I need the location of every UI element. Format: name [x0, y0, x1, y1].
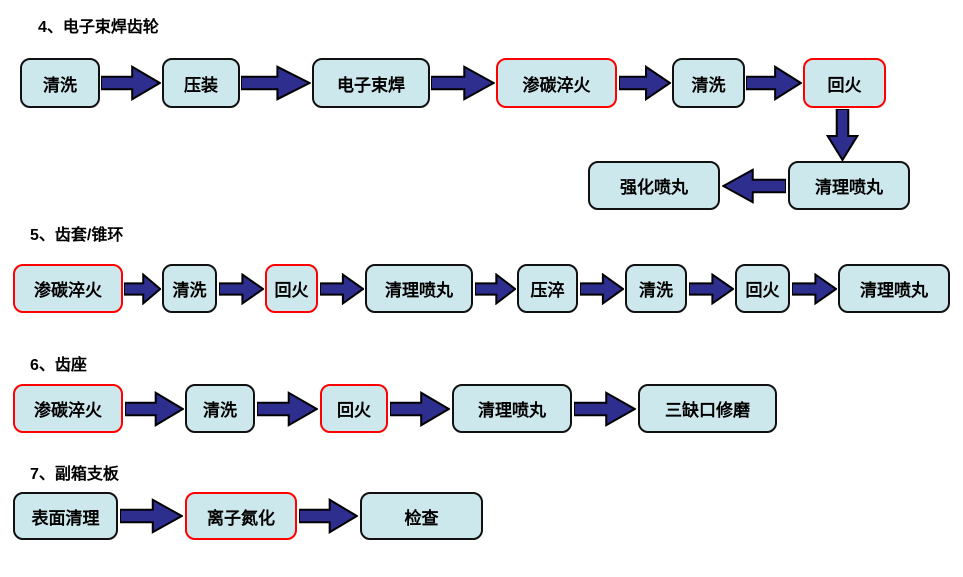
arrow-right-icon: [219, 273, 264, 305]
section-title: 5、齿套/锥环: [30, 227, 124, 244]
arrow-left-icon: [722, 168, 786, 204]
arrow-right-icon: [580, 273, 624, 305]
flow-step-box: 渗碳淬火: [13, 264, 123, 313]
flow-step-box: 压装: [162, 58, 240, 108]
flow-step-box: 电子束焊: [312, 58, 430, 108]
arrow-right-icon: [125, 391, 184, 427]
arrow-right-icon: [574, 391, 636, 427]
flow-step-box: 清洗: [162, 264, 217, 313]
arrow-right-icon: [792, 273, 837, 305]
flow-step-box: 清理喷丸: [788, 161, 910, 210]
arrow-right-icon: [299, 498, 358, 534]
arrow-right-icon: [257, 391, 318, 427]
arrow-right-icon: [101, 65, 161, 101]
arrow-down-icon: [826, 109, 859, 161]
flow-step-box: 检查: [360, 492, 483, 540]
flow-step-box: 强化喷丸: [588, 161, 720, 210]
flow-step-box: 清洗: [672, 58, 745, 108]
arrow-right-icon: [746, 65, 802, 101]
flow-step-box: 回火: [265, 264, 318, 313]
flow-step-box: 清理喷丸: [452, 384, 572, 433]
flow-step-box: 三缺口修磨: [638, 384, 777, 433]
flow-step-box: 回火: [320, 384, 388, 433]
section-title: 4、电子束焊齿轮: [38, 19, 159, 36]
section-title: 6、齿座: [30, 357, 87, 374]
arrow-right-icon: [241, 65, 311, 101]
flow-step-box: 压淬: [517, 264, 578, 313]
arrow-right-icon: [689, 273, 734, 305]
flow-step-box: 清理喷丸: [365, 264, 473, 313]
arrow-right-icon: [390, 391, 450, 427]
section-title: 7、副箱支板: [30, 466, 119, 483]
flow-step-box: 离子氮化: [185, 492, 297, 540]
arrow-right-icon: [120, 498, 183, 534]
flow-step-box: 渗碳淬火: [13, 384, 123, 433]
arrow-right-icon: [124, 273, 161, 305]
arrow-right-icon: [320, 273, 364, 305]
arrow-right-icon: [619, 65, 671, 101]
flow-step-box: 回火: [735, 264, 790, 313]
flow-step-box: 渗碳淬火: [496, 58, 617, 108]
flow-step-box: 清洗: [20, 58, 100, 108]
arrow-right-icon: [431, 65, 495, 101]
flow-step-box: 清洗: [625, 264, 687, 313]
arrow-right-icon: [475, 273, 516, 305]
flow-step-box: 回火: [803, 58, 886, 108]
flow-step-box: 表面清理: [13, 492, 118, 540]
flow-step-box: 清理喷丸: [838, 264, 950, 313]
flow-step-box: 清洗: [185, 384, 255, 433]
